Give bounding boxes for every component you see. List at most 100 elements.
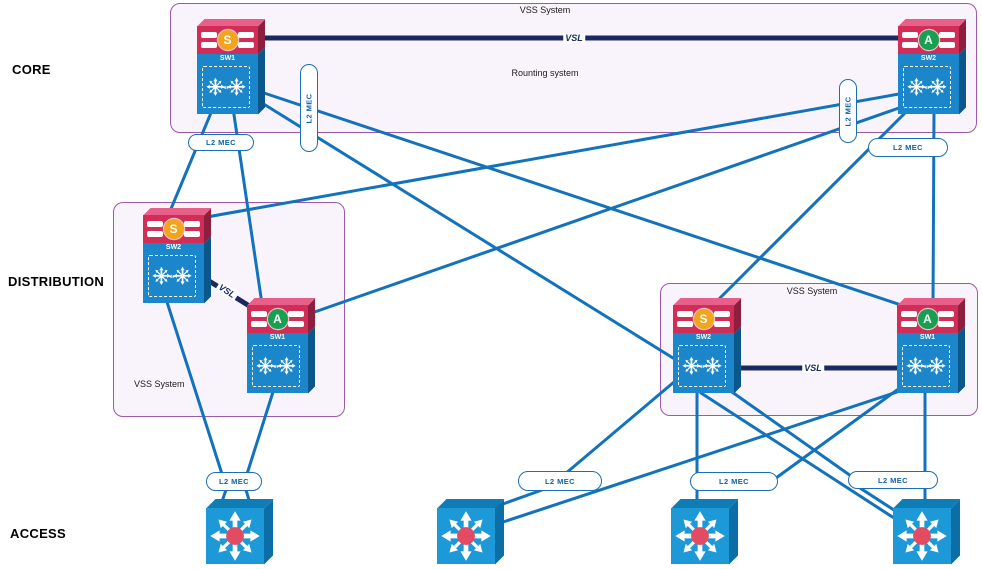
cube-top-face-icon [437, 499, 504, 508]
linecard-icon [147, 231, 163, 237]
core-box-subtitle: Rounting system [511, 68, 579, 78]
linecard-icon [938, 311, 954, 317]
l2mec-access1-label: L2 MEC [219, 477, 249, 486]
l2mec-core-right-h: L2 MEC [868, 138, 948, 157]
module-side-face-icon [204, 236, 211, 303]
l3-switch-icon [204, 70, 248, 104]
link-ldist-sw1--l2mec-access1 [245, 390, 275, 476]
module-side-face-icon [734, 326, 741, 393]
l2mec-core-right-v-label: L2 MEC [843, 96, 853, 126]
module-top-face-icon [898, 19, 966, 26]
link-rdist-sw2--l2mec-access4 [730, 390, 853, 478]
module-top-face-icon [897, 298, 965, 305]
supervisor-module: S [197, 19, 265, 54]
l2mec-access3-label: L2 MEC [719, 477, 749, 486]
rdist-sw1: A SW1 [897, 298, 965, 393]
active-badge: A [267, 309, 288, 329]
linecard-icon [201, 32, 217, 38]
switch-name-label: SW1 [219, 55, 236, 62]
access-switch-2 [437, 499, 504, 564]
l3-switch-icon [680, 349, 724, 383]
l2mec-access1: L2 MEC [206, 472, 262, 491]
link-ldist-sw2--core-sw2 [188, 92, 901, 222]
multilayer-switch-icon [206, 508, 264, 564]
l2mec-access3: L2 MEC [690, 472, 778, 491]
linecard-icon [238, 32, 254, 38]
linecard-icon [251, 321, 267, 327]
active-badge: A [917, 309, 938, 329]
linecard-icon [939, 42, 955, 48]
multilayer-switch-icon [671, 508, 729, 564]
standby-badge: S [163, 219, 184, 239]
link-core-sw1--rdist-sw1 [262, 91, 912, 310]
ldist-box-title: VSS System [134, 379, 185, 389]
switch-name-label: SW2 [920, 55, 937, 62]
core-box-title: VSS System [519, 5, 571, 15]
l3-switch-icon [905, 70, 949, 104]
switch-module: SW2 [143, 236, 211, 303]
standby-badge: S [693, 309, 714, 329]
supervisor-module: A [897, 298, 965, 333]
linecard-icon [901, 321, 917, 327]
linecard-icon [677, 321, 693, 327]
module-top-face-icon [673, 298, 741, 305]
module-side-face-icon [258, 47, 265, 114]
core-sw1: S SW1 [197, 19, 265, 114]
module-side-face-icon [308, 326, 315, 393]
vsl-label-rdist-vsl: VSL [802, 363, 824, 373]
ldist-sw2: S SW2 [143, 208, 211, 303]
linecard-icon [939, 32, 955, 38]
multilayer-switch-icon [893, 508, 951, 564]
l2mec-access4: L2 MEC [848, 471, 938, 489]
l3-switch-icon [150, 259, 194, 293]
switch-glyph-box [902, 345, 950, 387]
switch-glyph-box [678, 345, 726, 387]
switch-name-label: SW1 [919, 334, 936, 341]
supervisor-module: S [673, 298, 741, 333]
linecard-icon [288, 311, 304, 317]
link-l2mec-access4--access4-a [858, 486, 899, 514]
linecard-icon [201, 42, 217, 48]
distribution-layer-label: DISTRIBUTION [8, 274, 105, 289]
link-core-sw1--rdist-sw2 [260, 101, 675, 360]
linecard-icon [938, 321, 954, 327]
module-side-face-icon [958, 326, 965, 393]
l3-switch-icon [904, 349, 948, 383]
switch-glyph-box [202, 66, 250, 108]
l2mec-access4-label: L2 MEC [878, 475, 908, 485]
cube-top-face-icon [206, 499, 273, 508]
link-rdist-sw2--access4-direct [699, 391, 896, 520]
linecard-icon [238, 42, 254, 48]
switch-name-label: SW2 [165, 244, 182, 251]
access-layer-label: ACCESS [10, 526, 66, 541]
switch-module: SW1 [247, 326, 315, 393]
cube-top-face-icon [893, 499, 960, 508]
linecard-icon [288, 321, 304, 327]
l2mec-core-left-h: L2 MEC [188, 134, 254, 151]
linecard-icon [184, 231, 200, 237]
cube-side-face-icon [729, 499, 738, 564]
link-rdist-sw1--l2mec-access3 [774, 388, 899, 480]
l2mec-core-right-h-label: L2 MEC [893, 143, 923, 152]
multilayer-switch-icon [437, 508, 495, 564]
l2mec-core-left-v: L2 MEC [300, 64, 318, 152]
standby-badge: S [217, 30, 238, 50]
cube-side-face-icon [951, 499, 960, 564]
switch-name-label: SW2 [695, 334, 712, 341]
l2mec-core-left-v-label: L2 MEC [304, 93, 314, 123]
switch-module: SW2 [898, 47, 966, 114]
link-ldist-sw1--core-sw2 [304, 106, 901, 317]
linecard-icon [714, 311, 730, 317]
vsl-label-core-vsl: VSL [563, 33, 585, 43]
link-ldist-sw2--l2mec-access1 [165, 300, 224, 476]
l2mec-core-left-h-label: L2 MEC [206, 138, 236, 147]
linecard-icon [902, 42, 918, 48]
l2mec-core-right-v: L2 MEC [839, 79, 857, 143]
rdist-box-title: VSS System [786, 286, 838, 296]
cube-side-face-icon [264, 499, 273, 564]
linecard-icon [184, 221, 200, 227]
linecard-icon [901, 311, 917, 317]
